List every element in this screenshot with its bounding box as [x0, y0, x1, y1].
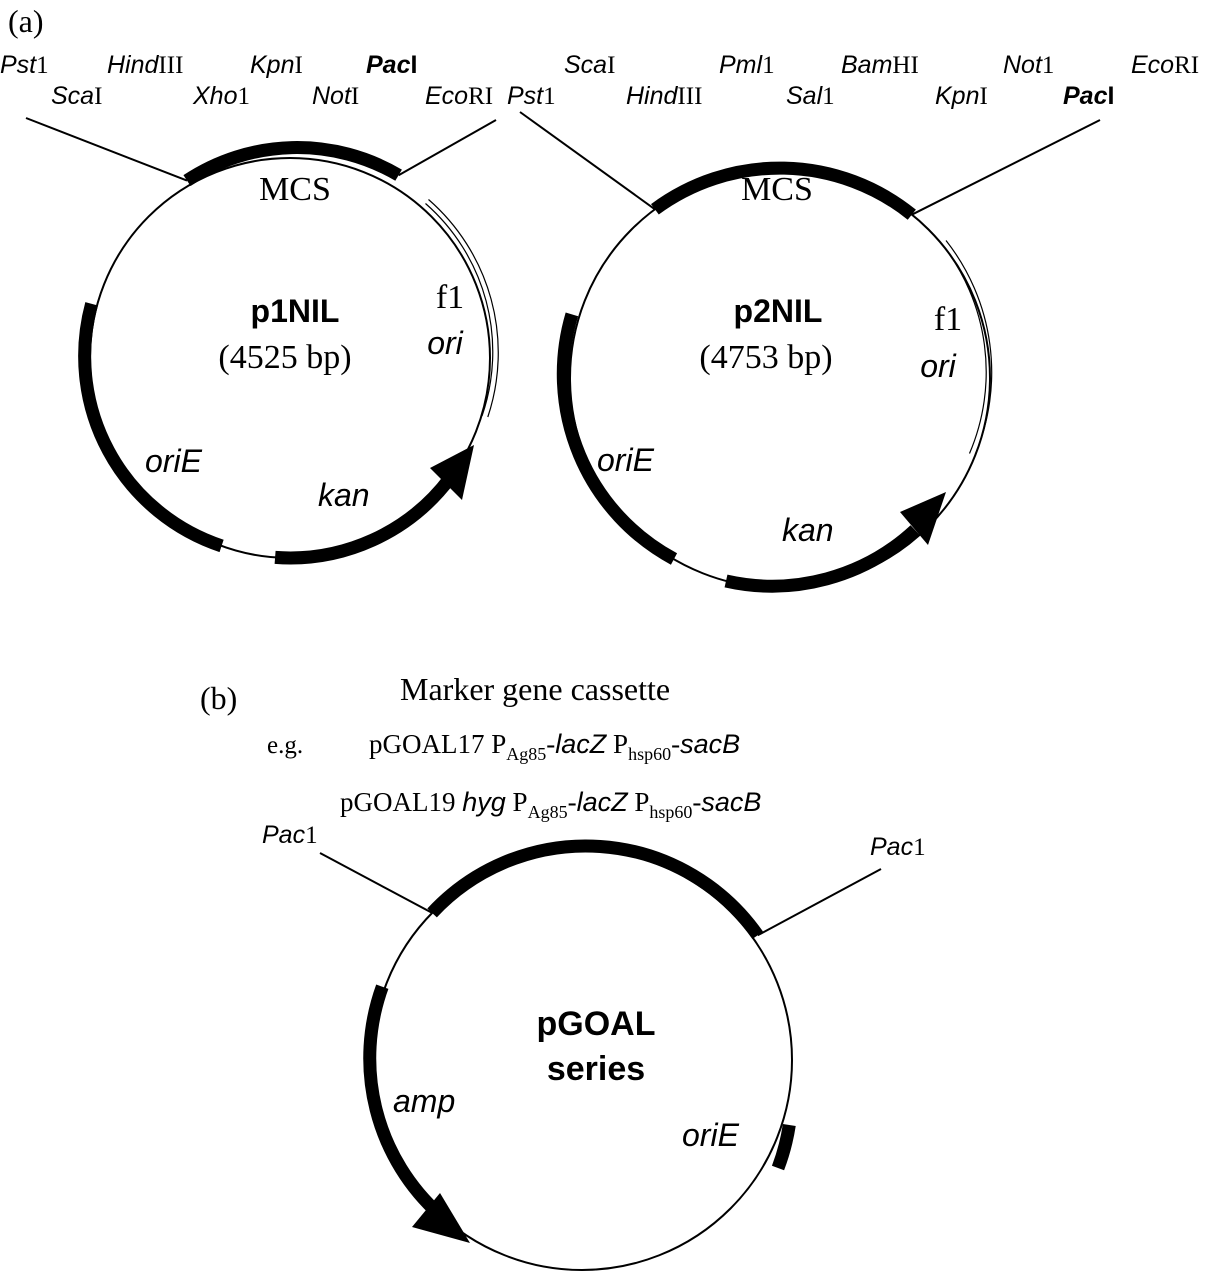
- p1nil-mcs-arc: [183, 141, 402, 187]
- p1nil-f1ori-inner: [425, 203, 494, 417]
- p1nil-right-connector: [398, 119, 497, 177]
- p2nil-site-kpni: KpnI: [935, 82, 988, 110]
- p1nil-site-pst1: Pst1: [0, 51, 49, 79]
- p2nil-orie-label: oriE: [597, 442, 655, 478]
- p1nil-f1ori-outer: [428, 199, 499, 418]
- p2nil-right-connector: [911, 119, 1101, 216]
- p2nil-map: MCS p2NIL (4753 bp) f1 ori oriE kan Pst1…: [507, 51, 1199, 593]
- p1nil-site-kpni: KpnI: [250, 51, 303, 79]
- panel-b-label: (b): [200, 680, 237, 716]
- pgoal-site-pac-right: Pac1: [870, 833, 926, 861]
- p1nil-orie-label: oriE: [145, 443, 203, 479]
- p1nil-ori-label: ori: [427, 325, 463, 361]
- pgoal-name-line1: pGOAL: [537, 1005, 656, 1043]
- p1nil-kan-arrowhead: [430, 445, 474, 500]
- p1nil-kan-arc: [274, 474, 456, 565]
- p2nil-f1-label: f1: [934, 301, 962, 338]
- panel-a-label: (a): [8, 3, 44, 39]
- pgoal-orie-label: oriE: [682, 1117, 740, 1153]
- p2nil-name: p2NIL: [734, 293, 823, 329]
- cassette-line-pgoal19: pGOAL19 hyg PAg85-lacZ Phsp60-sacB: [340, 787, 761, 822]
- p2nil-site-pml1: Pml1: [719, 51, 775, 79]
- pgoal-amp-arc: [363, 984, 445, 1220]
- p2nil-ori-label: ori: [920, 348, 956, 384]
- eg-label: e.g.: [267, 732, 303, 759]
- cassette-line-pgoal17: pGOAL17 PAg85-lacZ Phsp60-sacB: [369, 729, 740, 764]
- pgoal-map: Pac1 Pac1 pGOAL series amp oriE: [262, 821, 926, 1271]
- p2nil-f1ori-inner: [941, 243, 987, 454]
- pgoal-cassette-arc: [427, 839, 764, 940]
- pgoal-amp-label: amp: [393, 1083, 455, 1119]
- p1nil-left-connector: [25, 117, 188, 182]
- p2nil-kan-label: kan: [782, 512, 834, 548]
- p2nil-site-paci: PacI: [1063, 82, 1114, 110]
- p2nil-site-sal1: Sal1: [786, 82, 835, 110]
- p2nil-left-connector: [519, 111, 656, 211]
- p1nil-map: MCS p1NIL (4525 bp) f1 ori oriE kan Pst1…: [0, 51, 499, 565]
- p2nil-size: (4753 bp): [699, 339, 832, 376]
- pgoal-site-pac-left: Pac1: [262, 821, 318, 849]
- p2nil-site-pst1: Pst1: [507, 82, 556, 110]
- p2nil-kan-arc: [724, 525, 920, 593]
- p2nil-f1ori-outer: [945, 240, 993, 456]
- p1nil-site-sca1: ScaI: [51, 82, 102, 110]
- p1nil-mcs-label: MCS: [259, 171, 331, 208]
- p1nil-orie-arc: [78, 302, 224, 553]
- p1nil-kan-label: kan: [318, 477, 370, 513]
- cassette-title: Marker gene cassette: [400, 671, 670, 707]
- p2nil-mcs-label: MCS: [741, 171, 813, 208]
- p2nil-mcs-arc: [651, 161, 916, 220]
- pgoal-left-connector: [319, 852, 433, 914]
- p2nil-kan-arrowhead: [900, 492, 946, 545]
- p2nil-site-bamhi: BamHI: [841, 51, 919, 79]
- p1nil-site-ecori: EcoRI: [425, 82, 493, 110]
- pgoal-orie-arc: [771, 1123, 796, 1171]
- p1nil-size: (4525 bp): [218, 339, 351, 376]
- p2nil-site-ecori: EcoRI: [1131, 51, 1199, 79]
- pgoal-name-line2: series: [547, 1050, 645, 1088]
- p1nil-site-noti: NotI: [312, 82, 359, 110]
- p1nil-site-xho1: Xho1: [192, 82, 250, 110]
- p1nil-f1-label: f1: [436, 279, 464, 316]
- p1nil-name: p1NIL: [251, 293, 340, 329]
- p2nil-site-scai: ScaI: [564, 51, 615, 79]
- pgoal-right-connector: [757, 868, 882, 937]
- p2nil-orie-arc: [556, 312, 678, 565]
- p2nil-site-hindiii: HindIII: [626, 82, 702, 110]
- p1nil-site-hindiii: HindIII: [107, 51, 183, 79]
- p2nil-site-not1: Not1: [1003, 51, 1054, 79]
- p1nil-site-paci: PacI: [366, 51, 417, 79]
- pgoal-amp-arrowhead: [412, 1193, 470, 1243]
